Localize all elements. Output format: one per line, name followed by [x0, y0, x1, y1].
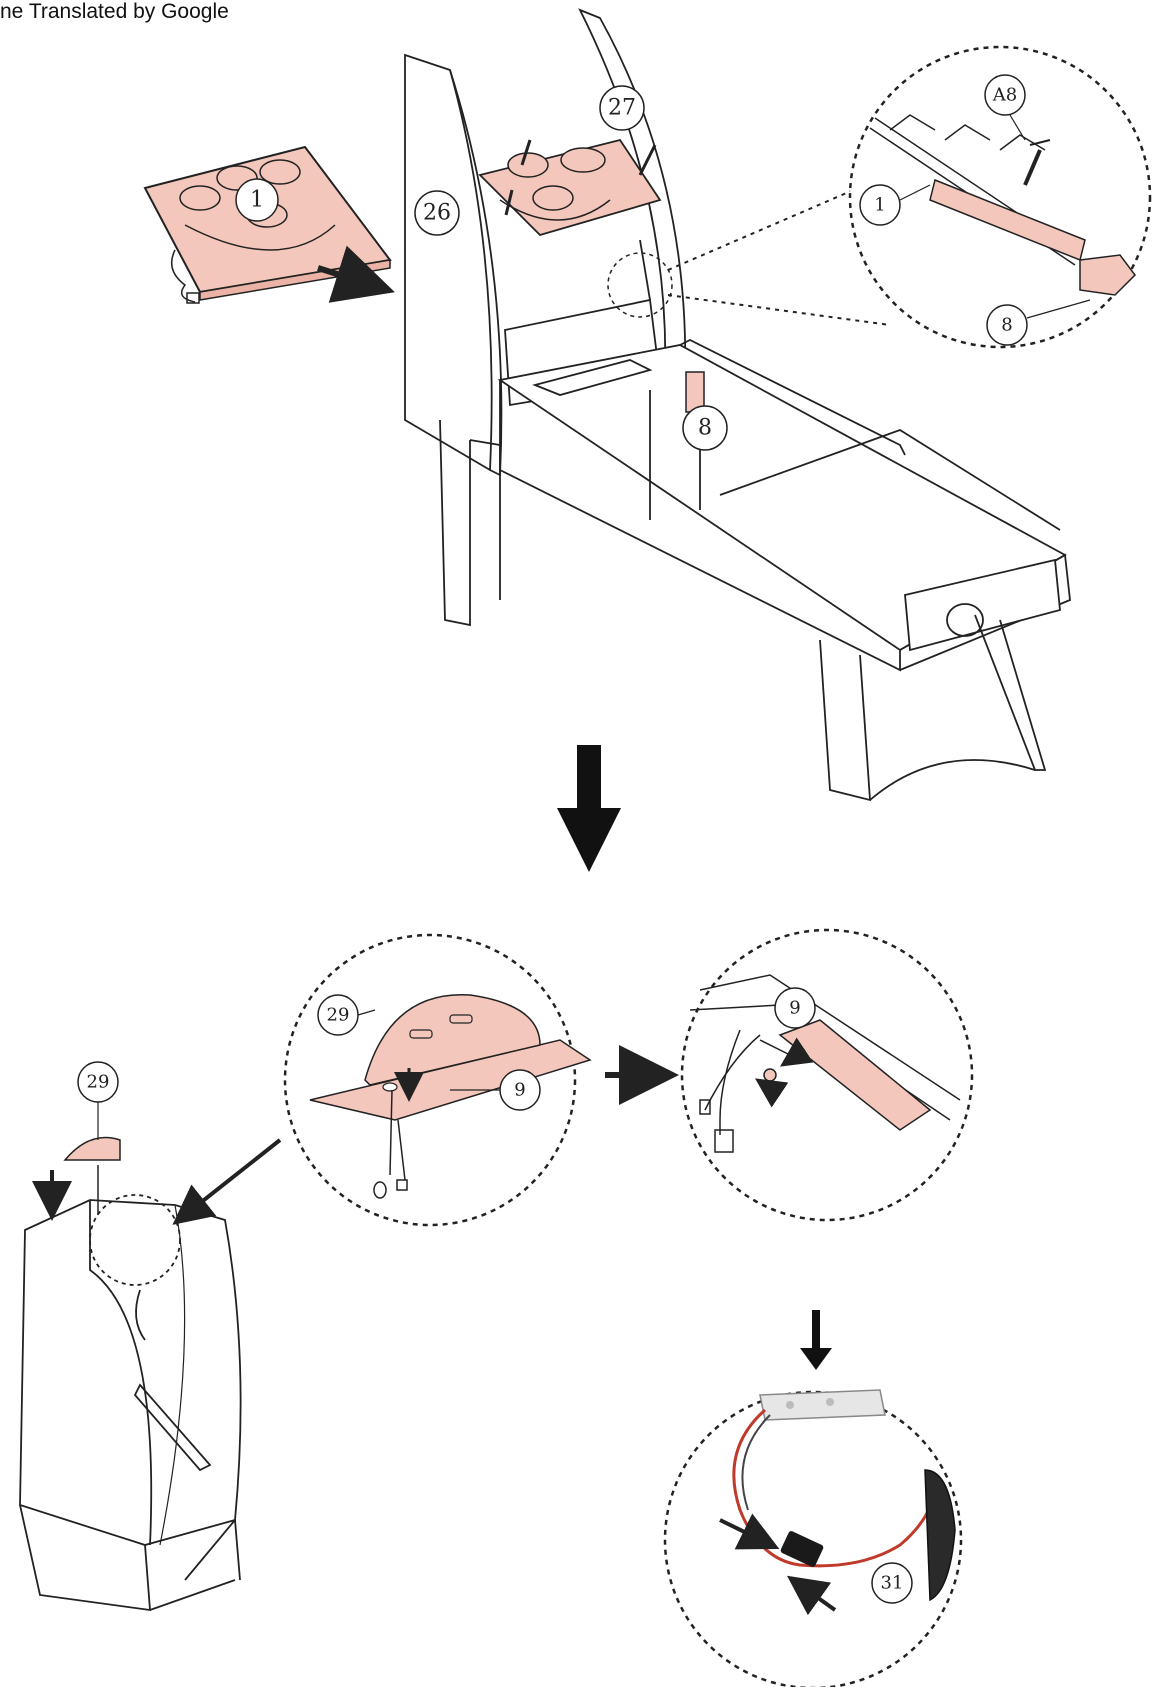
- callout-zoom-a8: A8: [992, 85, 1017, 106]
- step-arrow-down-small: [800, 1310, 832, 1370]
- callout-part-1: 1: [250, 188, 264, 213]
- zoom-circle-part-31: 31: [663, 1389, 963, 1687]
- detail-marker-top: [607, 252, 673, 318]
- callout-zoom-9-a: 9: [514, 1080, 525, 1101]
- callout-zoom-29: 29: [327, 1005, 350, 1026]
- callout-zoom-9-b: 9: [789, 998, 800, 1019]
- cabinet-main: [404, 8, 1071, 802]
- insert-arrow: [317, 245, 395, 303]
- callout-zoom-1: 1: [874, 195, 885, 216]
- zoom-circle-top-right: A8 1 8: [848, 45, 1152, 349]
- zoom-circle-part-29: 29 9: [283, 933, 592, 1227]
- step-arrow-down: [557, 745, 621, 872]
- callout-part-8: 8: [698, 416, 712, 441]
- part-1-mounted: [478, 138, 662, 237]
- callout-part-29-left: 29: [87, 1072, 110, 1093]
- callout-zoom-31: 31: [881, 1573, 904, 1594]
- callout-zoom-8: 8: [1001, 315, 1012, 336]
- callout-part-27: 27: [608, 96, 636, 121]
- detail-marker-bottom: [89, 1194, 181, 1286]
- callout-part-26: 26: [423, 201, 451, 226]
- zoom-circle-part-9: 9: [680, 928, 974, 1222]
- cabinet-top-closeup: [19, 1199, 242, 1612]
- translation-banner: ne Translated by Google: [0, 0, 229, 23]
- part-29-left: [63, 1136, 121, 1161]
